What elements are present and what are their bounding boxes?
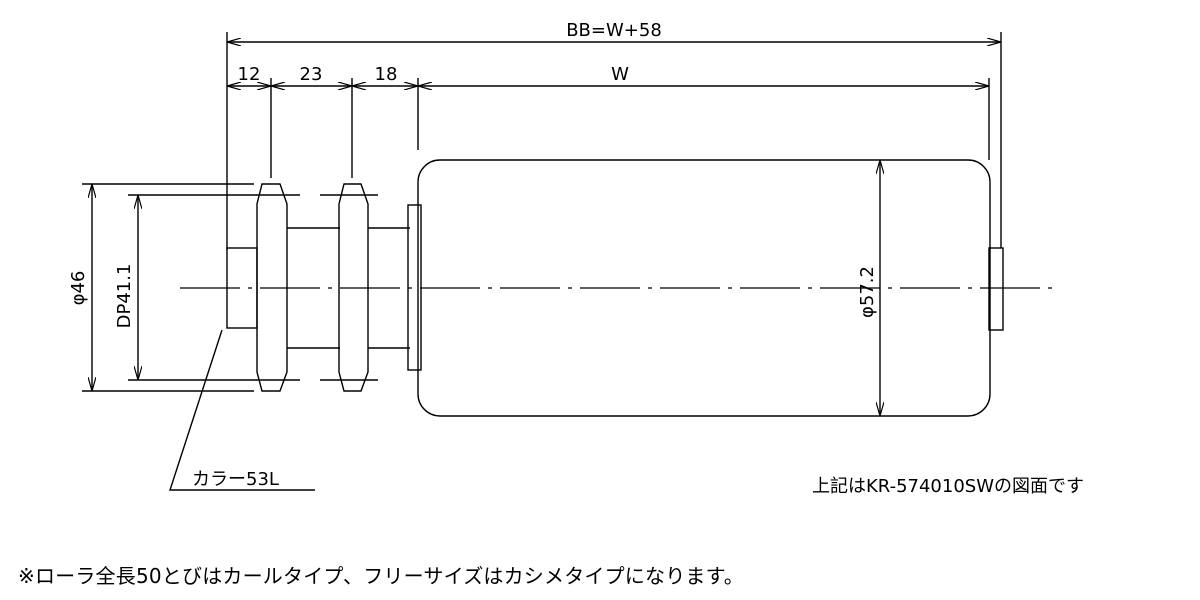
roller-flange [407, 204, 422, 371]
dimension-18-label: 18 [375, 64, 398, 85]
dimension-w-label: W [611, 64, 629, 85]
drawing-reference-note: 上記はKR-574010SWの図面です [812, 476, 1084, 497]
dp41-label: DP41.1 [114, 264, 135, 329]
sprocket-1 [256, 183, 288, 392]
overall-dimension-label: BB=W+58 [566, 20, 662, 41]
phi57-label: φ57.2 [857, 266, 878, 318]
dimension-12-label: 12 [238, 64, 261, 85]
collar-leader-line [169, 329, 315, 491]
phi46-label: φ46 [68, 271, 89, 306]
dimension-23-label: 23 [300, 64, 323, 85]
roller-body [417, 159, 991, 417]
footnote: ※ローラ全長50とびはカールタイプ、フリーサイズはカシメタイプになります。 [18, 564, 745, 588]
collar-label: カラー53L [192, 469, 279, 490]
sprocket-2 [338, 183, 369, 392]
shaft-end-right [988, 247, 1004, 331]
